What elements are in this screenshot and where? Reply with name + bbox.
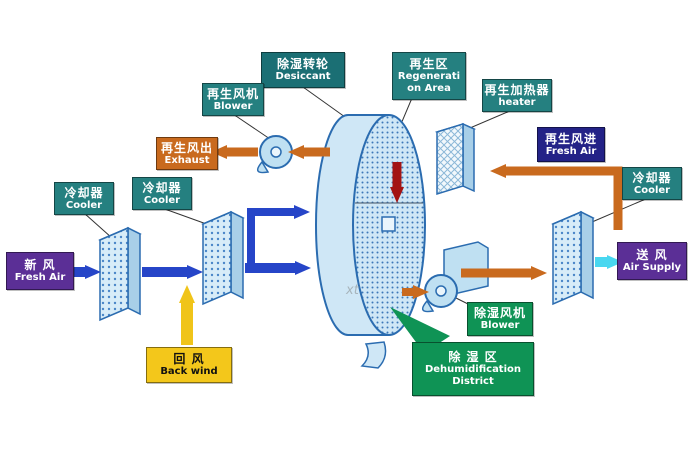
- dehumid-district-label-zh: 除 湿 区: [448, 350, 498, 365]
- desiccant-label: 除湿转轮 Desiccant: [261, 52, 345, 88]
- leader-regen-blower: [232, 113, 271, 140]
- regen-freshair-label: 再生风进 Fresh Air: [537, 127, 605, 162]
- dehumid-district-pointer: [390, 307, 450, 353]
- fresh-air-label: 新 风 Fresh Air: [6, 252, 74, 290]
- regen-area-label-en1: Regenerati: [397, 71, 461, 83]
- cooler-mid-label-zh: 冷却器: [142, 180, 182, 195]
- cooler-unit-left: [99, 227, 141, 321]
- regen-freshair-label-en: Fresh Air: [545, 145, 597, 157]
- heater-unit: [436, 123, 475, 195]
- regen-freshair-label-zh: 再生风进: [544, 131, 597, 146]
- dehumid-blower-fan: [421, 241, 489, 313]
- dehumid-district-label: 除 湿 区 Dehumidification District: [412, 342, 534, 396]
- regen-area-label: 再生区 Regenerati on Area: [392, 52, 466, 100]
- regen-air-arrows: [211, 145, 623, 299]
- dehumid-district-label-en2: District: [452, 376, 494, 388]
- cooler-right-label: 冷却器 Cooler: [622, 167, 682, 200]
- dehumid-blower-label-en: Blower: [480, 320, 520, 332]
- fresh-air-label-zh: 新 风: [24, 258, 56, 273]
- dehumid-blower-label-zh: 除湿风机: [473, 306, 526, 321]
- regen-exhaust-label-zh: 再生风出: [160, 140, 213, 155]
- regen-blower-label-zh: 再生风机: [206, 86, 259, 101]
- arrow-freshair-to-heater: [490, 164, 623, 230]
- regen-heater-label: 再生加热器 heater: [482, 79, 552, 112]
- regen-heater-label-en: heater: [498, 96, 536, 108]
- fan-hub-top: [270, 146, 282, 158]
- leader-cooler-left: [83, 212, 113, 239]
- rotary-wheel: [315, 114, 426, 336]
- fan-hub-bottom: [435, 285, 447, 297]
- leader-heater: [469, 109, 513, 129]
- cooler-right-label-en: Cooler: [633, 184, 671, 196]
- desiccant-label-zh: 除湿转轮: [276, 57, 329, 72]
- regen-exhaust-label: 再生风出 Exhaust: [156, 137, 218, 170]
- wheel-media-sheet: [360, 341, 387, 369]
- cooler-right-label-zh: 冷却器: [632, 170, 672, 185]
- dehumid-blower-label: 除湿风机 Blower: [467, 302, 533, 336]
- regen-area-label-en2: on Area: [407, 83, 451, 95]
- dehumid-district-label-en1: Dehumidification: [424, 364, 522, 376]
- watermark-text: xt: [346, 283, 359, 298]
- regen-heater-label-zh: 再生加热器: [484, 82, 550, 97]
- air-supply-label: 送 风 Air Supply: [617, 242, 687, 280]
- fresh-air-label-en: Fresh Air: [14, 272, 66, 284]
- back-wind-label-zh: 回 风: [173, 352, 205, 367]
- regen-exhaust-label-en: Exhaust: [164, 154, 210, 166]
- air-supply-label-zh: 送 风: [636, 248, 668, 263]
- regen-blower-label-en: Blower: [213, 100, 253, 112]
- regen-area-label-zh: 再生区: [409, 57, 449, 72]
- fan-tail-bottom: [421, 299, 435, 313]
- regen-blower-fan: [256, 135, 293, 174]
- desiccant-label-en: Desiccant: [275, 71, 331, 83]
- process-air-arrows: [66, 205, 311, 279]
- back-wind-label-en: Back wind: [160, 366, 218, 378]
- cooler-unit-right: [552, 211, 594, 305]
- cooler-mid-label: 冷却器 Cooler: [132, 177, 192, 210]
- cooler-left-label-en: Cooler: [65, 199, 103, 211]
- fan-tail-top: [256, 160, 270, 174]
- cooler-unit-mid: [202, 211, 244, 305]
- cooler-left-label-zh: 冷却器: [64, 185, 104, 200]
- back-wind-label: 回 风 Back wind: [146, 347, 232, 383]
- cooler-mid-label-en: Cooler: [143, 194, 181, 206]
- cooler-left-label: 冷却器 Cooler: [54, 182, 114, 215]
- wheel-hub: [381, 216, 396, 232]
- regen-blower-label: 再生风机 Blower: [202, 83, 264, 116]
- air-supply-label-en: Air Supply: [622, 262, 682, 274]
- arrow-upper-to-wheel: [247, 205, 310, 266]
